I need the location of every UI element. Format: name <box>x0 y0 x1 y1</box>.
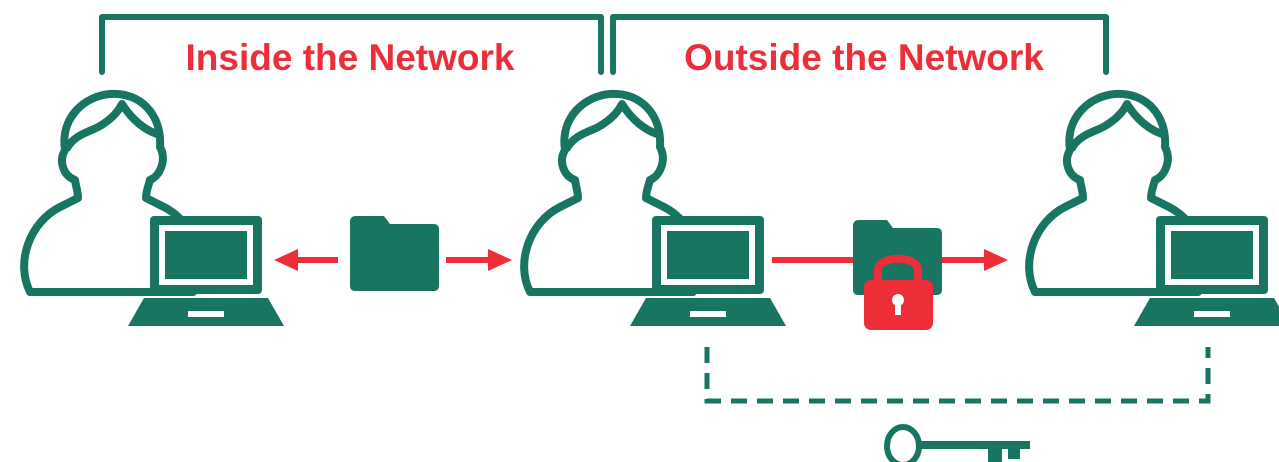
key-icon <box>884 424 1030 462</box>
label-inside-network: Inside the Network <box>185 37 515 78</box>
padlock-icon <box>864 254 933 330</box>
left-arrow <box>274 249 338 271</box>
label-outside-network: Outside the Network <box>684 37 1044 78</box>
bracket-inside <box>99 14 604 75</box>
folder-icon-inside <box>350 216 439 291</box>
dashed-key-channel <box>704 347 1211 404</box>
laptop-icon-3 <box>1134 216 1279 326</box>
right-arrow-inside <box>446 249 512 271</box>
bracket-outside <box>610 14 1109 75</box>
laptop-icon-2 <box>630 216 786 326</box>
laptop-icon-1 <box>128 216 284 326</box>
